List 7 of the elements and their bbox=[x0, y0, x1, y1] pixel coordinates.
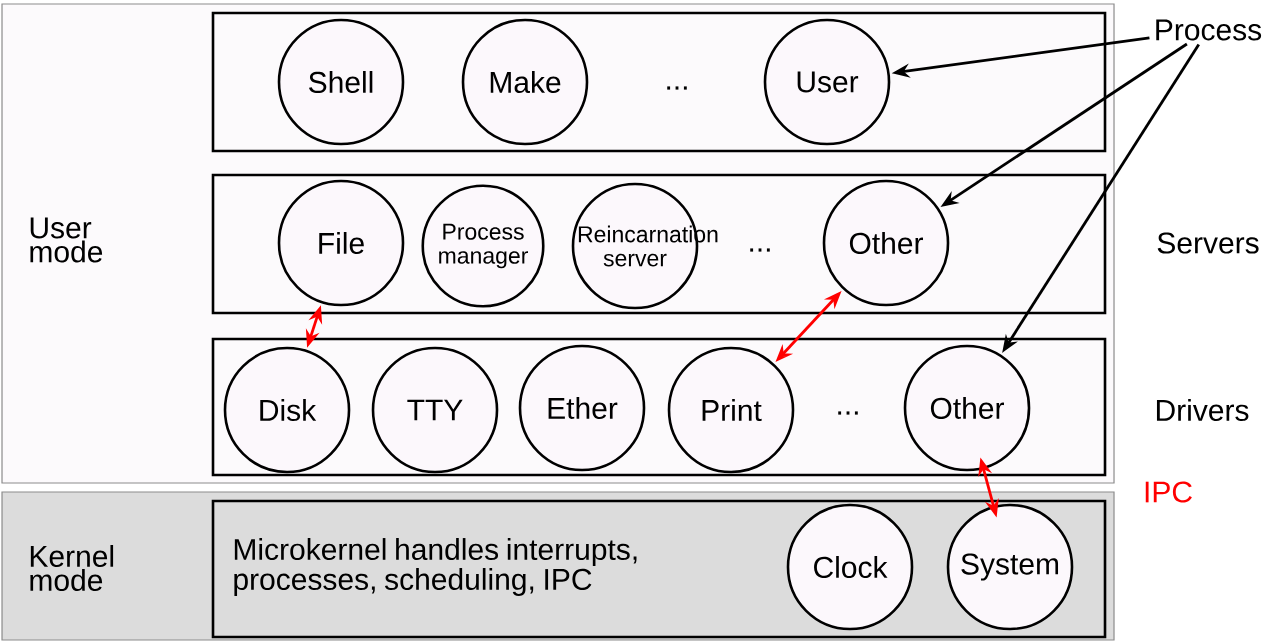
ellipsis: ... bbox=[667, 86, 687, 90]
layer-label: Servers bbox=[1157, 232, 1259, 254]
process-label: Process bbox=[1156, 19, 1262, 41]
ellipsis: ... bbox=[750, 248, 770, 252]
ipc-label: IPC bbox=[1145, 481, 1192, 503]
layer-label: Drivers bbox=[1156, 399, 1249, 421]
ellipsis: ... bbox=[838, 411, 858, 415]
